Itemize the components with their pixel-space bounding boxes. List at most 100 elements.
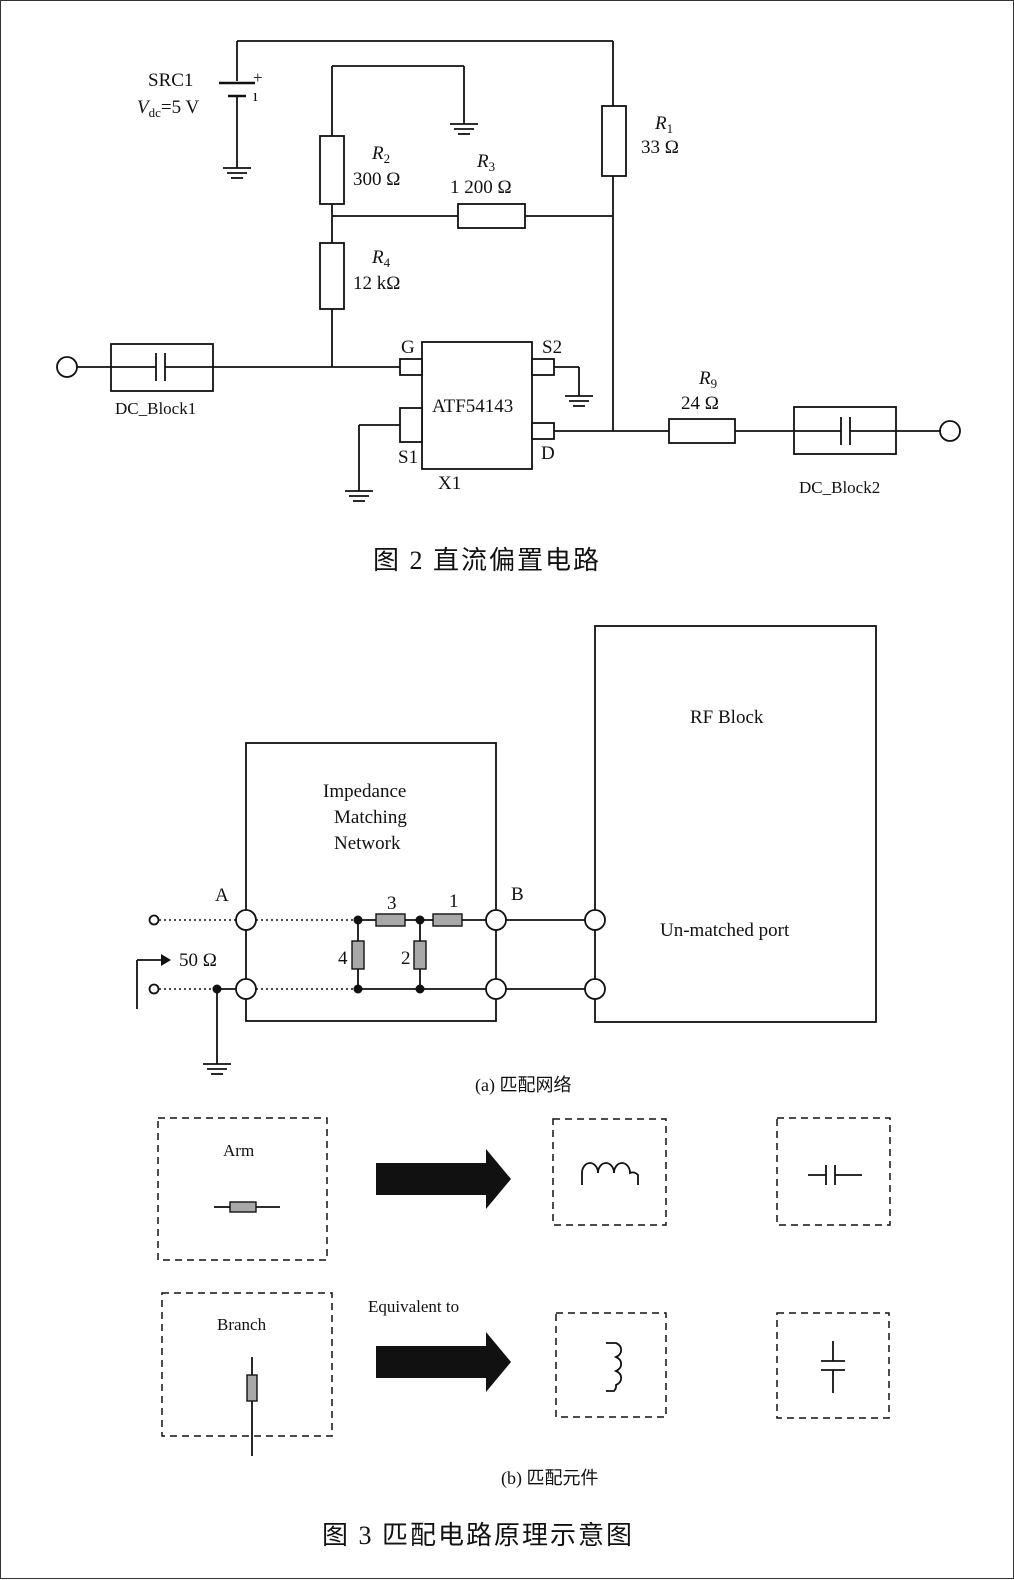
input-terminal xyxy=(56,356,78,378)
source-value-symbol: V xyxy=(137,97,151,118)
r9-value: 24 Ω xyxy=(681,393,719,414)
r9-symbol: R xyxy=(698,368,711,389)
input-terminal-bottom xyxy=(148,983,160,995)
arm-element xyxy=(229,1201,257,1213)
element-3-label: 3 xyxy=(387,893,397,914)
r1-label: R1 xyxy=(654,113,673,136)
pin-s2-label: S2 xyxy=(542,337,562,358)
inductor-icon xyxy=(581,1162,639,1185)
source-value-sub: dc xyxy=(149,105,162,120)
element-1-label: 1 xyxy=(449,891,459,912)
output-terminal xyxy=(939,420,961,442)
imn-label-line3: Network xyxy=(334,833,401,854)
arm-label: Arm xyxy=(223,1141,254,1160)
figure-3b-caption: (b) 匹配元件 xyxy=(501,1468,599,1489)
rf-block-label: RF Block xyxy=(690,707,764,728)
gate-pin xyxy=(399,358,423,376)
r3-symbol: R xyxy=(476,151,489,172)
figure-3a-caption: (a) 匹配网络 xyxy=(475,1075,571,1096)
r4-sub: 4 xyxy=(384,255,391,270)
branch-arrow-icon xyxy=(376,1332,511,1392)
ground-icon xyxy=(203,1063,231,1075)
r9-sub: 9 xyxy=(711,376,718,391)
figure-3-caption: 图 3 匹配电路原理示意图 xyxy=(322,1521,634,1550)
imn-label-line1: Impedance xyxy=(323,781,406,802)
matching-elements-diagram: Arm Branch Equivalent to xyxy=(157,1117,891,1456)
shunt-inductor-box xyxy=(555,1312,667,1418)
capacitor-icon xyxy=(808,1165,862,1185)
r2-resistor xyxy=(319,135,345,205)
r9-label: R9 xyxy=(698,368,717,391)
r4-value: 12 kΩ xyxy=(353,273,400,294)
r2-symbol: R xyxy=(371,143,384,164)
ground-icon xyxy=(345,490,373,502)
r1-symbol: R xyxy=(654,113,667,134)
element-2-label: 2 xyxy=(401,948,411,969)
r3-resistor xyxy=(457,203,526,229)
unmatched-port-label: Un-matched port xyxy=(660,920,790,941)
dc-source: + ı SRC1 Vdc=5 V xyxy=(137,41,263,179)
source-value: Vdc=5 V xyxy=(137,97,200,120)
dc-block2-label: DC_Block2 xyxy=(799,478,880,497)
element-1 xyxy=(432,913,463,927)
imn-label-line2: Matching xyxy=(334,807,407,828)
dc-block1-label: DC_Block1 xyxy=(115,399,196,418)
pin-s1-label: S1 xyxy=(398,447,418,468)
inductor-box xyxy=(552,1118,667,1226)
inductor-icon xyxy=(606,1342,622,1392)
pin-g-label: G xyxy=(401,337,415,358)
port-b-label: B xyxy=(511,884,524,905)
minus-sign: ı xyxy=(253,86,258,105)
figure-2-caption: 图 2 直流偏置电路 xyxy=(373,546,601,575)
r2-label: R2 xyxy=(371,143,390,166)
s1-pin xyxy=(399,407,423,443)
arrow-icon xyxy=(136,954,171,1009)
impedance-matching-network xyxy=(245,742,497,1022)
arm-arrow-icon xyxy=(376,1149,511,1209)
branch-label: Branch xyxy=(217,1315,267,1334)
arm-box xyxy=(157,1117,328,1261)
port-a-top xyxy=(235,909,257,931)
r3-label: R3 xyxy=(476,151,495,174)
plus-sign: + xyxy=(253,68,263,87)
branch-element xyxy=(246,1374,258,1402)
ground-icon xyxy=(565,395,593,407)
shunt-capacitor-box xyxy=(776,1312,890,1419)
r1-value: 33 Ω xyxy=(641,137,679,158)
source-value-rest: =5 V xyxy=(161,97,200,118)
r1-sub: 1 xyxy=(667,121,674,136)
transistor-body xyxy=(421,341,533,470)
r4-label: R4 xyxy=(371,247,391,270)
pin-d-label: D xyxy=(541,443,555,464)
element-2 xyxy=(413,940,427,970)
port-b-bottom xyxy=(485,978,507,1000)
port-a-label: A xyxy=(215,885,229,906)
r3-value: 1 200 Ω xyxy=(450,177,512,198)
rf-port-bottom xyxy=(584,978,606,1000)
rf-block xyxy=(594,625,877,1023)
port-a-bottom xyxy=(235,978,257,1000)
element-4 xyxy=(351,940,365,970)
input-terminal-top xyxy=(148,914,160,926)
transistor-name: ATF54143 xyxy=(432,396,513,417)
drain-pin xyxy=(531,422,555,440)
matching-network-diagram: RF Block Un-matched port Impedance Match… xyxy=(136,625,877,1075)
s2-pin xyxy=(531,358,555,376)
r1-resistor xyxy=(601,105,627,177)
r9-resistor xyxy=(668,418,736,444)
transistor-ref: X1 xyxy=(438,473,461,494)
r3-sub: 3 xyxy=(489,159,496,174)
dc-bias-circuit: + ı SRC1 Vdc=5 V R1 33 Ω R2 300 Ω R3 xyxy=(56,40,961,502)
r2-value: 300 Ω xyxy=(353,169,400,190)
r4-symbol: R xyxy=(371,247,384,268)
port-b-top xyxy=(485,909,507,931)
element-4-label: 4 xyxy=(338,948,348,969)
capacitor-icon xyxy=(111,353,213,381)
ground-icon xyxy=(450,123,478,135)
ground-icon xyxy=(223,167,251,179)
equivalent-label: Equivalent to xyxy=(368,1297,459,1316)
capacitor-box xyxy=(776,1117,891,1226)
element-3 xyxy=(375,913,406,927)
